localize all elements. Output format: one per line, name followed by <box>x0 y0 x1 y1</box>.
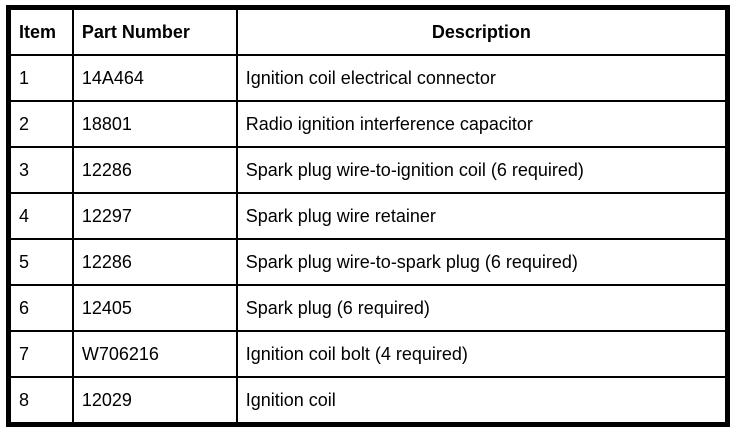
header-row: Item Part Number Description <box>7 6 729 56</box>
cell-part-number: 12286 <box>71 146 238 194</box>
cell-part-number: 12405 <box>71 284 238 332</box>
cell-item: 5 <box>7 238 74 286</box>
table-row: 3 12286 Spark plug wire-to-ignition coil… <box>7 146 729 194</box>
cell-description: Ignition coil electrical connector <box>235 54 729 102</box>
header-item: Item <box>7 6 74 56</box>
cell-part-number: 12286 <box>71 238 238 286</box>
cell-item: 7 <box>7 330 74 378</box>
cell-part-number: 14A464 <box>71 54 238 102</box>
cell-part-number: 12029 <box>71 376 238 426</box>
cell-item: 8 <box>7 376 74 426</box>
table-body: 1 14A464 Ignition coil electrical connec… <box>7 54 729 426</box>
cell-part-number: 12297 <box>71 192 238 240</box>
cell-description: Spark plug wire-to-spark plug (6 require… <box>235 238 729 286</box>
cell-description: Radio ignition interference capacitor <box>235 100 729 148</box>
header-part-number: Part Number <box>71 6 238 56</box>
table-row: 2 18801 Radio ignition interference capa… <box>7 100 729 148</box>
table-row: 7 W706216 Ignition coil bolt (4 required… <box>7 330 729 378</box>
cell-part-number: 18801 <box>71 100 238 148</box>
table-row: 1 14A464 Ignition coil electrical connec… <box>7 54 729 102</box>
cell-description: Spark plug (6 required) <box>235 284 729 332</box>
table-row: 8 12029 Ignition coil <box>7 376 729 426</box>
table-header: Item Part Number Description <box>7 6 729 56</box>
cell-item: 3 <box>7 146 74 194</box>
table-row: 6 12405 Spark plug (6 required) <box>7 284 729 332</box>
header-description: Description <box>235 6 729 56</box>
table-row: 5 12286 Spark plug wire-to-spark plug (6… <box>7 238 729 286</box>
cell-description: Ignition coil bolt (4 required) <box>235 330 729 378</box>
table-row: 4 12297 Spark plug wire retainer <box>7 192 729 240</box>
cell-item: 1 <box>7 54 74 102</box>
cell-item: 6 <box>7 284 74 332</box>
cell-description: Ignition coil <box>235 376 729 426</box>
cell-item: 4 <box>7 192 74 240</box>
parts-table: Item Part Number Description 1 14A464 Ig… <box>6 5 730 427</box>
cell-description: Spark plug wire retainer <box>235 192 729 240</box>
cell-description: Spark plug wire-to-ignition coil (6 requ… <box>235 146 729 194</box>
cell-item: 2 <box>7 100 74 148</box>
cell-part-number: W706216 <box>71 330 238 378</box>
